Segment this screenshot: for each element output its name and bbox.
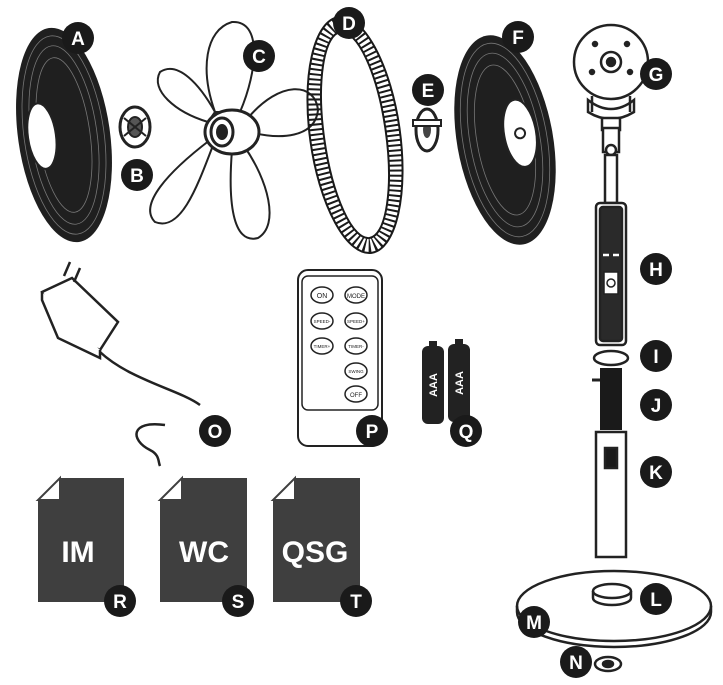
remote-button-timer-plus: TIMER+ [314,344,331,349]
remote-button-speed-plus: SPEED+ [347,319,365,324]
document-warranty-card: WC [157,475,247,602]
remote-button-mode: MODE [347,294,365,300]
battery-left: AAA [422,341,444,424]
svg-text:C: C [252,47,266,68]
label-g: G [640,58,672,90]
svg-text:T: T [350,592,362,613]
collar-ring [592,349,630,367]
svg-text:F: F [512,28,524,49]
svg-text:E: E [422,81,435,102]
label-j: J [640,389,672,421]
upper-pole [601,126,621,205]
label-a: A [62,22,94,54]
label-c: C [243,40,275,72]
svg-text:R: R [113,592,127,613]
document-instruction-manual: IM [35,475,124,602]
document-t-text: QSG [282,536,349,569]
blade-nut [118,105,152,149]
battery-right: AAA [448,339,470,422]
svg-text:O: O [208,422,223,443]
label-h: H [640,253,672,285]
remote-control: ON MODE SPEED- SPEED+ TIMER+ TIMER- SWIN… [297,269,383,447]
power-adapter [40,261,201,467]
label-q: Q [450,415,482,447]
label-k: K [640,456,672,488]
label-m: M [518,606,550,638]
label-f: F [502,21,534,53]
remote-buttons: ON MODE SPEED- SPEED+ TIMER+ TIMER- SWIN… [310,286,368,403]
svg-text:I: I [653,347,658,368]
svg-text:A: A [71,29,85,50]
front-ring [306,15,404,255]
label-l: L [640,583,672,615]
document-r-text: IM [61,536,94,569]
svg-text:G: G [649,65,664,86]
label-d: D [333,7,365,39]
callout-labels: A B C D E F G H I J K L M N O P Q R S T [62,7,672,678]
svg-text:N: N [569,653,583,674]
label-o: O [199,415,231,447]
svg-text:P: P [366,422,379,443]
motor-head [572,23,650,132]
svg-text:B: B [130,166,144,187]
document-s-text: WC [179,536,229,569]
base-nut [593,655,623,673]
svg-text:H: H [649,260,663,281]
base [515,569,713,649]
label-p: P [356,415,388,447]
rear-grille [16,27,112,243]
svg-text:M: M [526,613,542,634]
remote-button-timer-minus: TIMER- [348,344,364,349]
remote-button-swing: SWING [348,369,364,374]
lower-pole [594,430,628,559]
label-n: N [560,646,592,678]
label-r: R [104,585,136,617]
label-t: T [340,585,372,617]
label-s: S [222,585,254,617]
control-column [594,201,628,347]
label-e: E [412,74,444,106]
svg-text:D: D [342,14,356,35]
label-b: B [121,159,153,191]
fan-blade [149,20,320,240]
remote-button-speed-minus: SPEED- [314,319,331,324]
remote-button-off: OFF [350,393,362,399]
label-i: I [640,340,672,372]
batteries: AAA AAA [422,339,470,424]
svg-text:L: L [650,590,662,611]
battery-right-label: AAA [454,371,466,395]
document-quick-start-guide: QSG [270,475,360,602]
svg-text:J: J [651,396,662,417]
battery-left-label: AAA [428,373,440,397]
remote-button-on: ON [317,293,328,300]
svg-text:Q: Q [459,422,474,443]
svg-text:K: K [649,463,663,484]
svg-text:S: S [232,592,245,613]
threaded-rod [592,368,622,430]
front-grille [454,35,556,245]
grille-nut [412,107,442,153]
